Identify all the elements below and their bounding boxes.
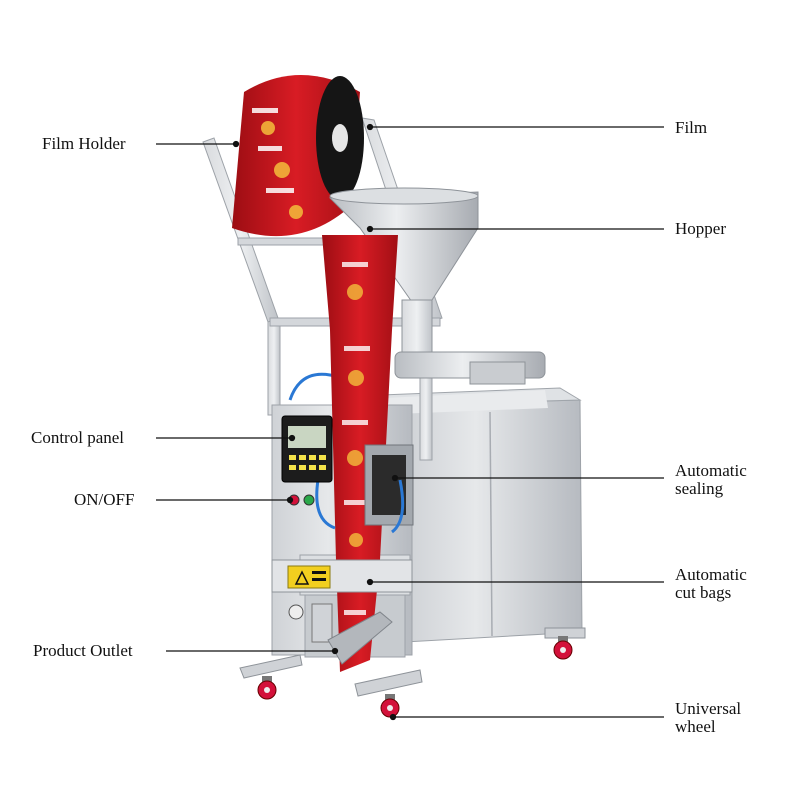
product-outlet	[327, 611, 393, 665]
wheel-front-left	[257, 676, 277, 700]
label-universal-wheel-line2: wheel	[675, 717, 716, 736]
label-universal-wheel-line1: Universal	[675, 699, 742, 718]
label-on-off: ON/OFF	[74, 490, 135, 509]
label-product-outlet: Product Outlet	[33, 641, 133, 660]
label-film: Film	[675, 118, 708, 137]
sealing-unit	[315, 444, 414, 534]
film-roll	[232, 75, 364, 237]
label-automatic-sealing-line2: sealing	[675, 479, 724, 498]
label-hopper: Hopper	[675, 219, 726, 238]
hopper	[328, 187, 479, 361]
wheel-front-right	[380, 694, 400, 718]
label-automatic-sealing-line1: Automatic	[675, 461, 747, 480]
warning-triangle-icon	[294, 570, 310, 585]
label-control-panel: Control panel	[31, 428, 125, 447]
label-automatic-cut-line1: Automatic	[675, 565, 747, 584]
label-automatic-cut-line2: cut bags	[675, 583, 732, 602]
wheel-back-right	[553, 636, 573, 660]
label-film-holder: Film Holder	[42, 134, 126, 153]
control-panel	[281, 415, 333, 483]
cutting-unit	[271, 559, 413, 593]
pressure-regulator	[288, 603, 333, 643]
universal-wheel	[257, 636, 573, 718]
filling-cylinder	[288, 351, 546, 401]
leader-lines	[156, 123, 664, 721]
machine-base	[239, 627, 586, 697]
